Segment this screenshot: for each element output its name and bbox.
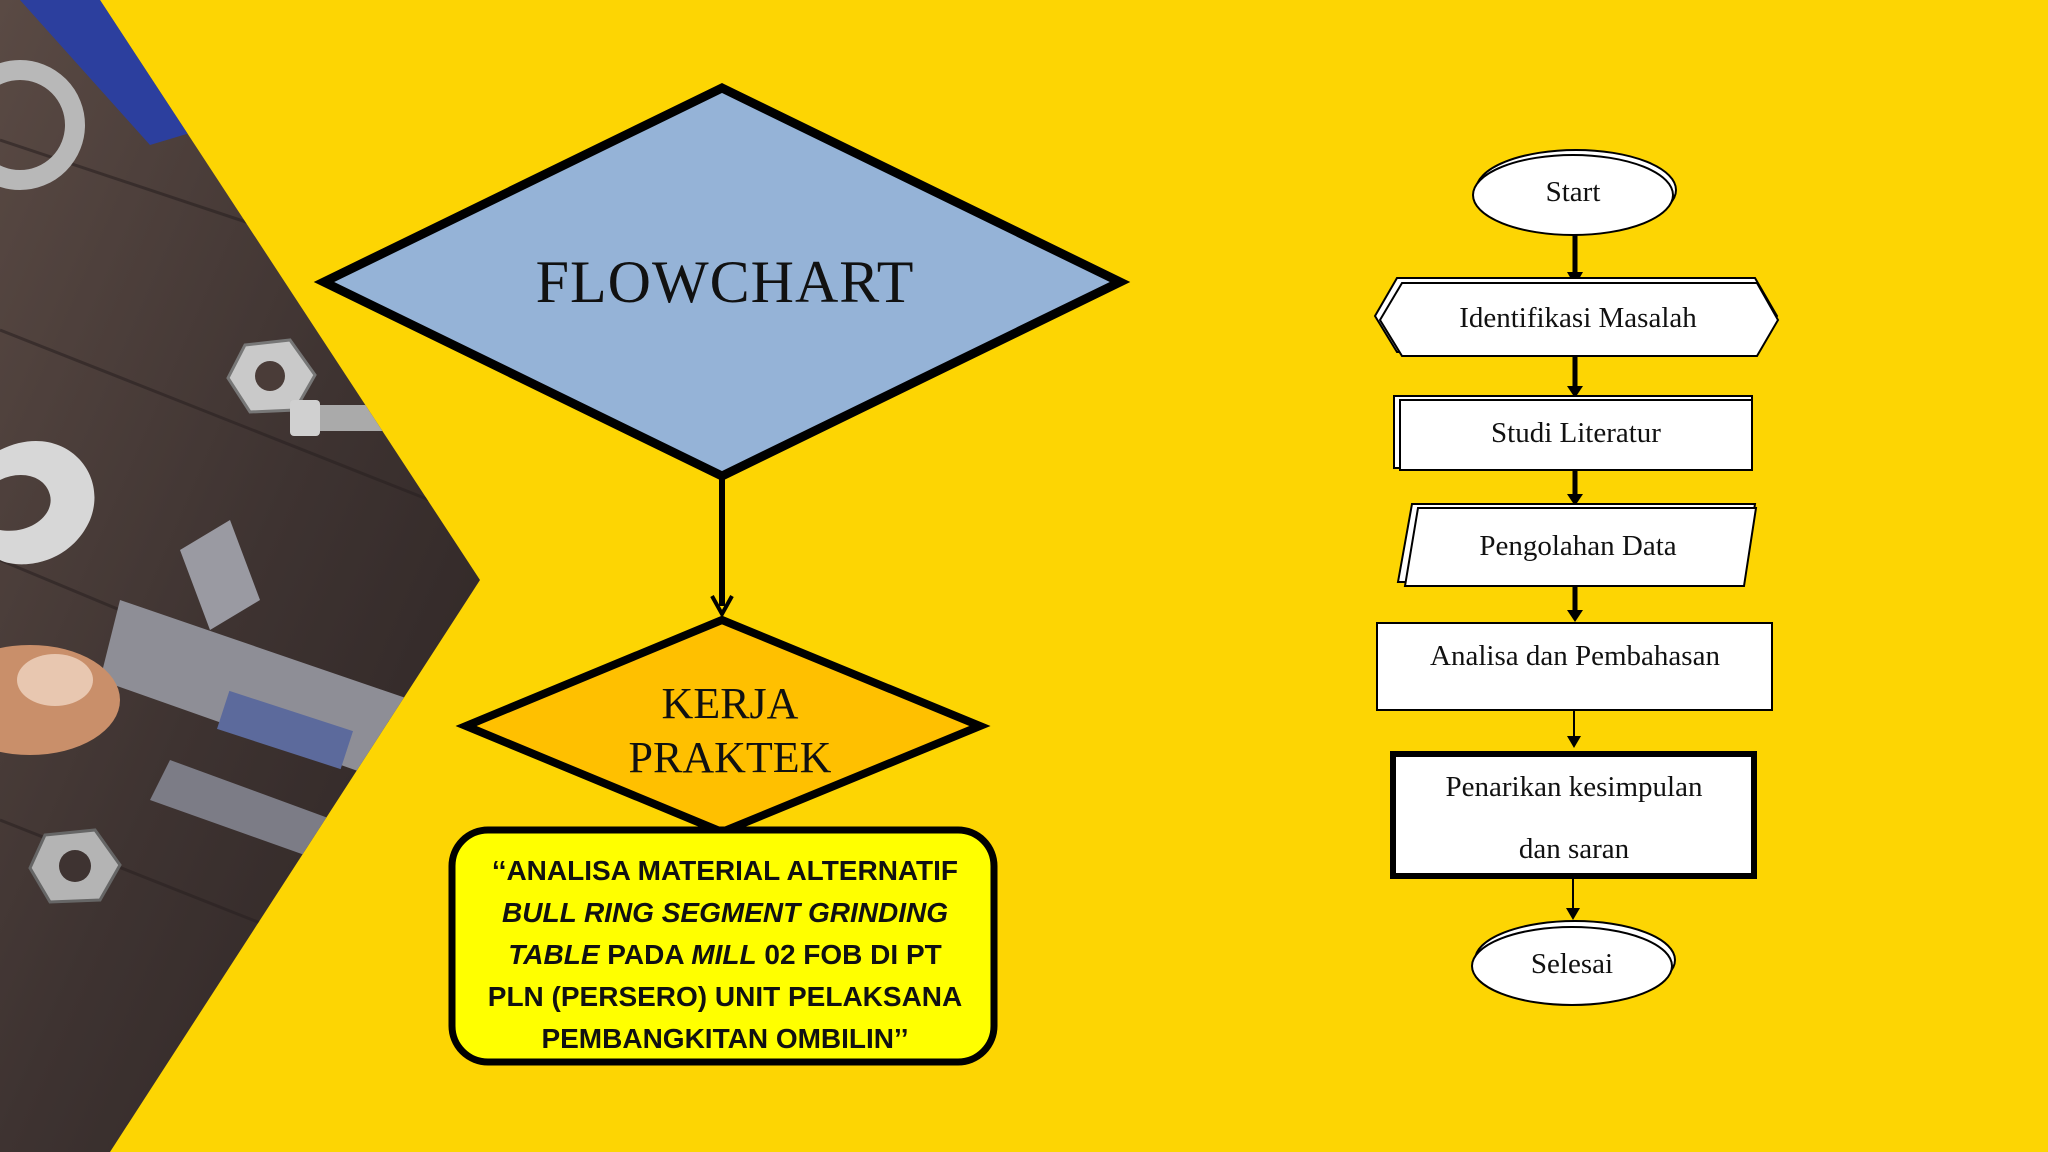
selesai-terminator: [1471, 926, 1673, 1006]
identifikasi-masalah-step: [1378, 282, 1780, 357]
research-title-line: BULL RING SEGMENT GRINDING: [470, 892, 980, 934]
start-label: Start: [1545, 176, 1601, 208]
subject-line-1: KERJA: [661, 679, 799, 728]
research-title-segment: PADA: [599, 939, 692, 970]
studi-literatur-label: Studi Literatur: [1491, 417, 1661, 449]
title-callout-box: [448, 826, 998, 1066]
pengolahan-data-label: Pengolahan Data: [1479, 530, 1677, 562]
penarikan-line-1: Penarikan kesimpulan: [1445, 771, 1703, 803]
analisa-pembahasan-label: Analisa dan Pembahasan: [1430, 640, 1720, 672]
research-title-segment: PLN (PERSERO) UNIT PELAKSANA: [487, 981, 963, 1012]
research-title-line: ‘‘ANALISA MATERIAL ALTERNATIF: [470, 850, 980, 892]
selesai-label: Selesai: [1530, 948, 1614, 980]
penarikan-kesimpulan-step: [1390, 751, 1757, 879]
subject-label: KERJA PRAKTEK: [520, 677, 940, 785]
flowchart-title: FLOWCHART: [535, 249, 915, 315]
research-title-segment: 02 FOB DI PT: [756, 939, 942, 970]
pengolahan-data-step: [1403, 507, 1758, 587]
research-title-line: PLN (PERSERO) UNIT PELAKSANA: [470, 976, 980, 1018]
research-title-line: PEMBANGKITAN OMBILIN’’: [470, 1018, 980, 1060]
research-title: ‘‘ANALISA MATERIAL ALTERNATIF BULL RING S…: [470, 850, 980, 1060]
research-title-segment: BULL RING SEGMENT GRINDING: [502, 897, 948, 928]
analisa-pembahasan-step: [1376, 622, 1773, 711]
research-title-segment: TABLE: [508, 939, 600, 970]
connector-arrowhead: [710, 595, 734, 619]
research-title-segment: PEMBANGKITAN OMBILIN’’: [541, 1023, 909, 1054]
studi-literatur-step: [1399, 399, 1753, 471]
research-title-segment: MILL: [691, 939, 757, 970]
penarikan-kesimpulan-label: Penarikan kesimpulan dan saran: [1374, 756, 1774, 880]
identifikasi-masalah-label: Identifikasi Masalah: [1459, 302, 1697, 334]
research-title-segment: ‘‘ANALISA MATERIAL ALTERNATIF: [491, 855, 959, 886]
subject-line-2: PRAKTEK: [628, 733, 832, 782]
penarikan-line-2: dan saran: [1518, 833, 1630, 865]
research-title-line: TABLE PADA MILL 02 FOB DI PT: [470, 934, 980, 976]
